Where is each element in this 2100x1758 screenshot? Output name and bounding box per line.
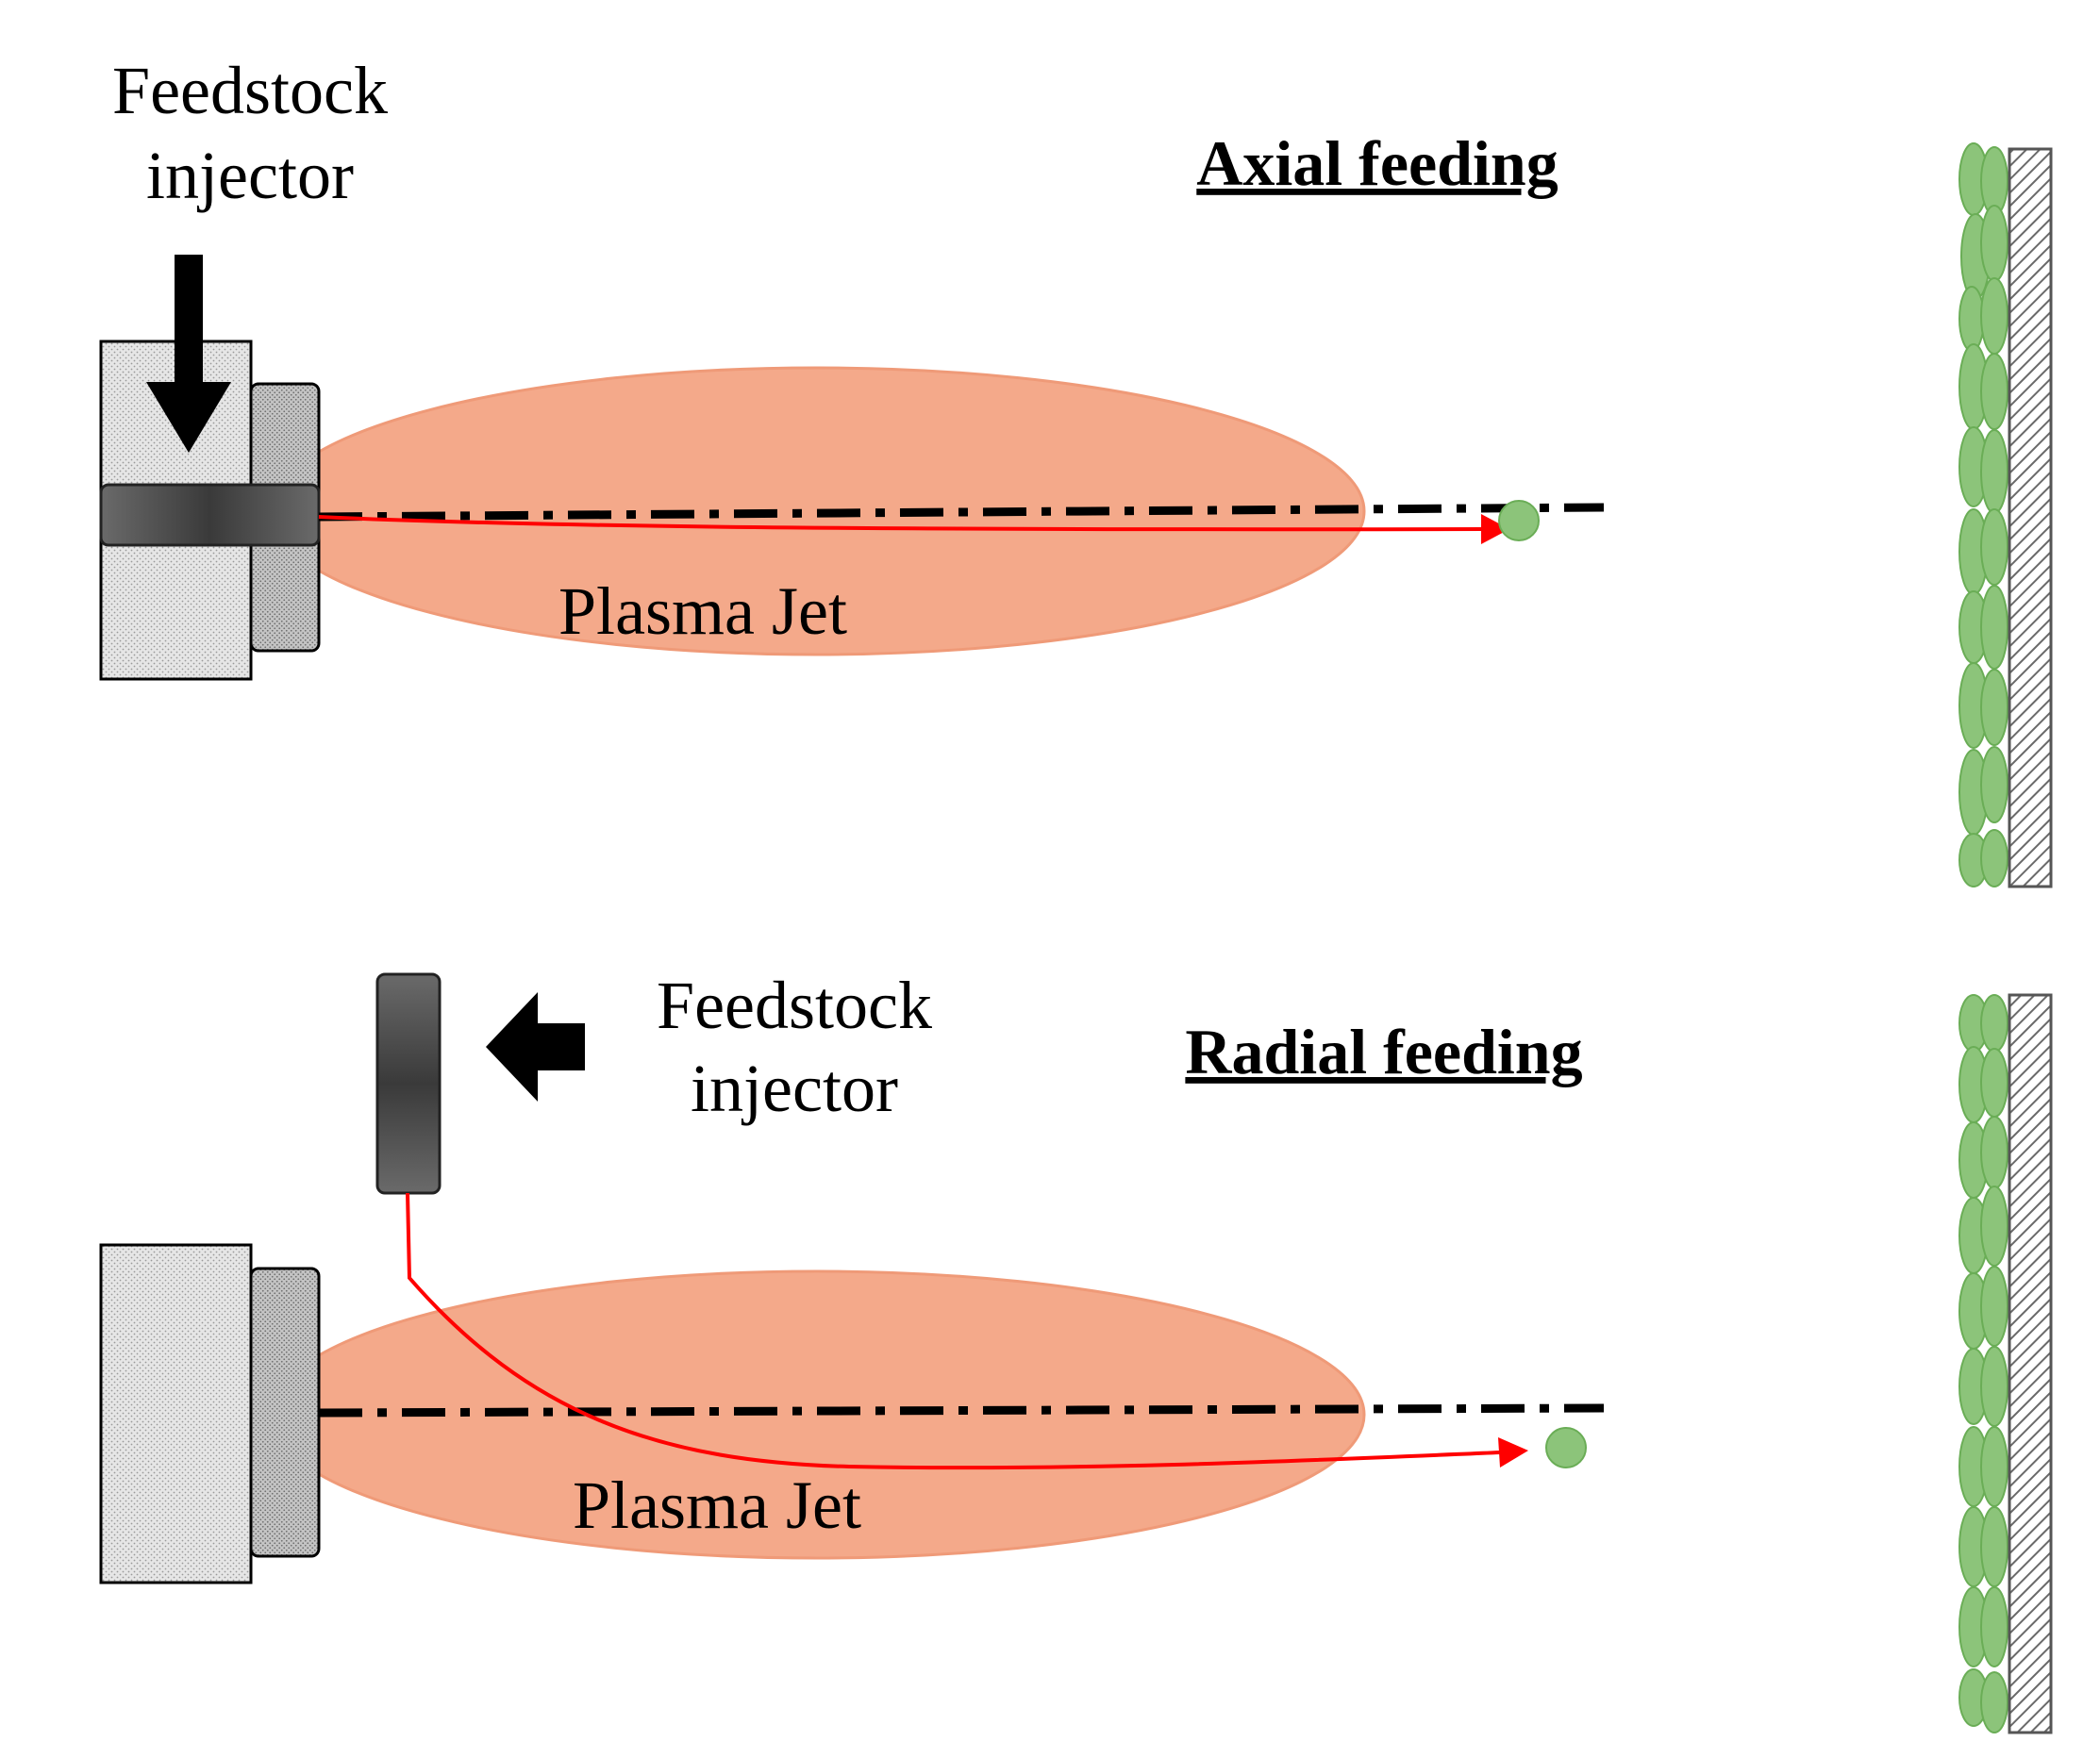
- axial-axis-line: [318, 503, 1605, 522]
- radial-torch-body: [99, 1243, 253, 1584]
- radial-particle: [1545, 1427, 1587, 1468]
- axial-injector-label-line2: injector: [146, 138, 354, 213]
- radial-substrate-coating: [1958, 993, 2053, 1734]
- axial-injector-label-line1: Feedstock: [112, 53, 388, 128]
- axial-particle: [1498, 500, 1540, 541]
- radial-splats: [1958, 994, 2008, 1733]
- axial-splats: [1958, 142, 2008, 887]
- axial-feeding-title: Axial feeding: [1196, 127, 1558, 199]
- axial-feed-arrow-icon: [146, 255, 231, 453]
- radial-substrate: [2008, 993, 2053, 1734]
- axial-injector-tube: [99, 483, 321, 547]
- radial-injector-tube: [375, 972, 442, 1195]
- radial-feed-arrow-icon: [486, 992, 585, 1102]
- radial-axis-line: [318, 1403, 1605, 1418]
- radial-injector-label-line2: injector: [691, 1051, 898, 1126]
- axial-trajectory-arrowhead: [1481, 514, 1509, 544]
- axial-plasma-jet-label: Plasma Jet: [558, 573, 847, 649]
- radial-particle-trajectory: [406, 1192, 1501, 1470]
- radial-trajectory-arrowhead: [1498, 1437, 1528, 1468]
- axial-substrate: [2008, 147, 2053, 888]
- axial-particle-trajectory: [318, 515, 1482, 532]
- radial-plasma-jet-label: Plasma Jet: [573, 1468, 861, 1543]
- radial-injector-label-line1: Feedstock: [657, 968, 932, 1043]
- radial-feeding-title: Radial feeding: [1185, 1016, 1582, 1087]
- axial-substrate-coating: [1958, 142, 2053, 888]
- radial-feeding-panel: Radial feeding Feedstock injector Plasma…: [99, 968, 2053, 1734]
- radial-torch-nozzle: [249, 1267, 321, 1558]
- axial-feeding-panel: Axial feeding Feedstock injector Plasma …: [99, 53, 2053, 888]
